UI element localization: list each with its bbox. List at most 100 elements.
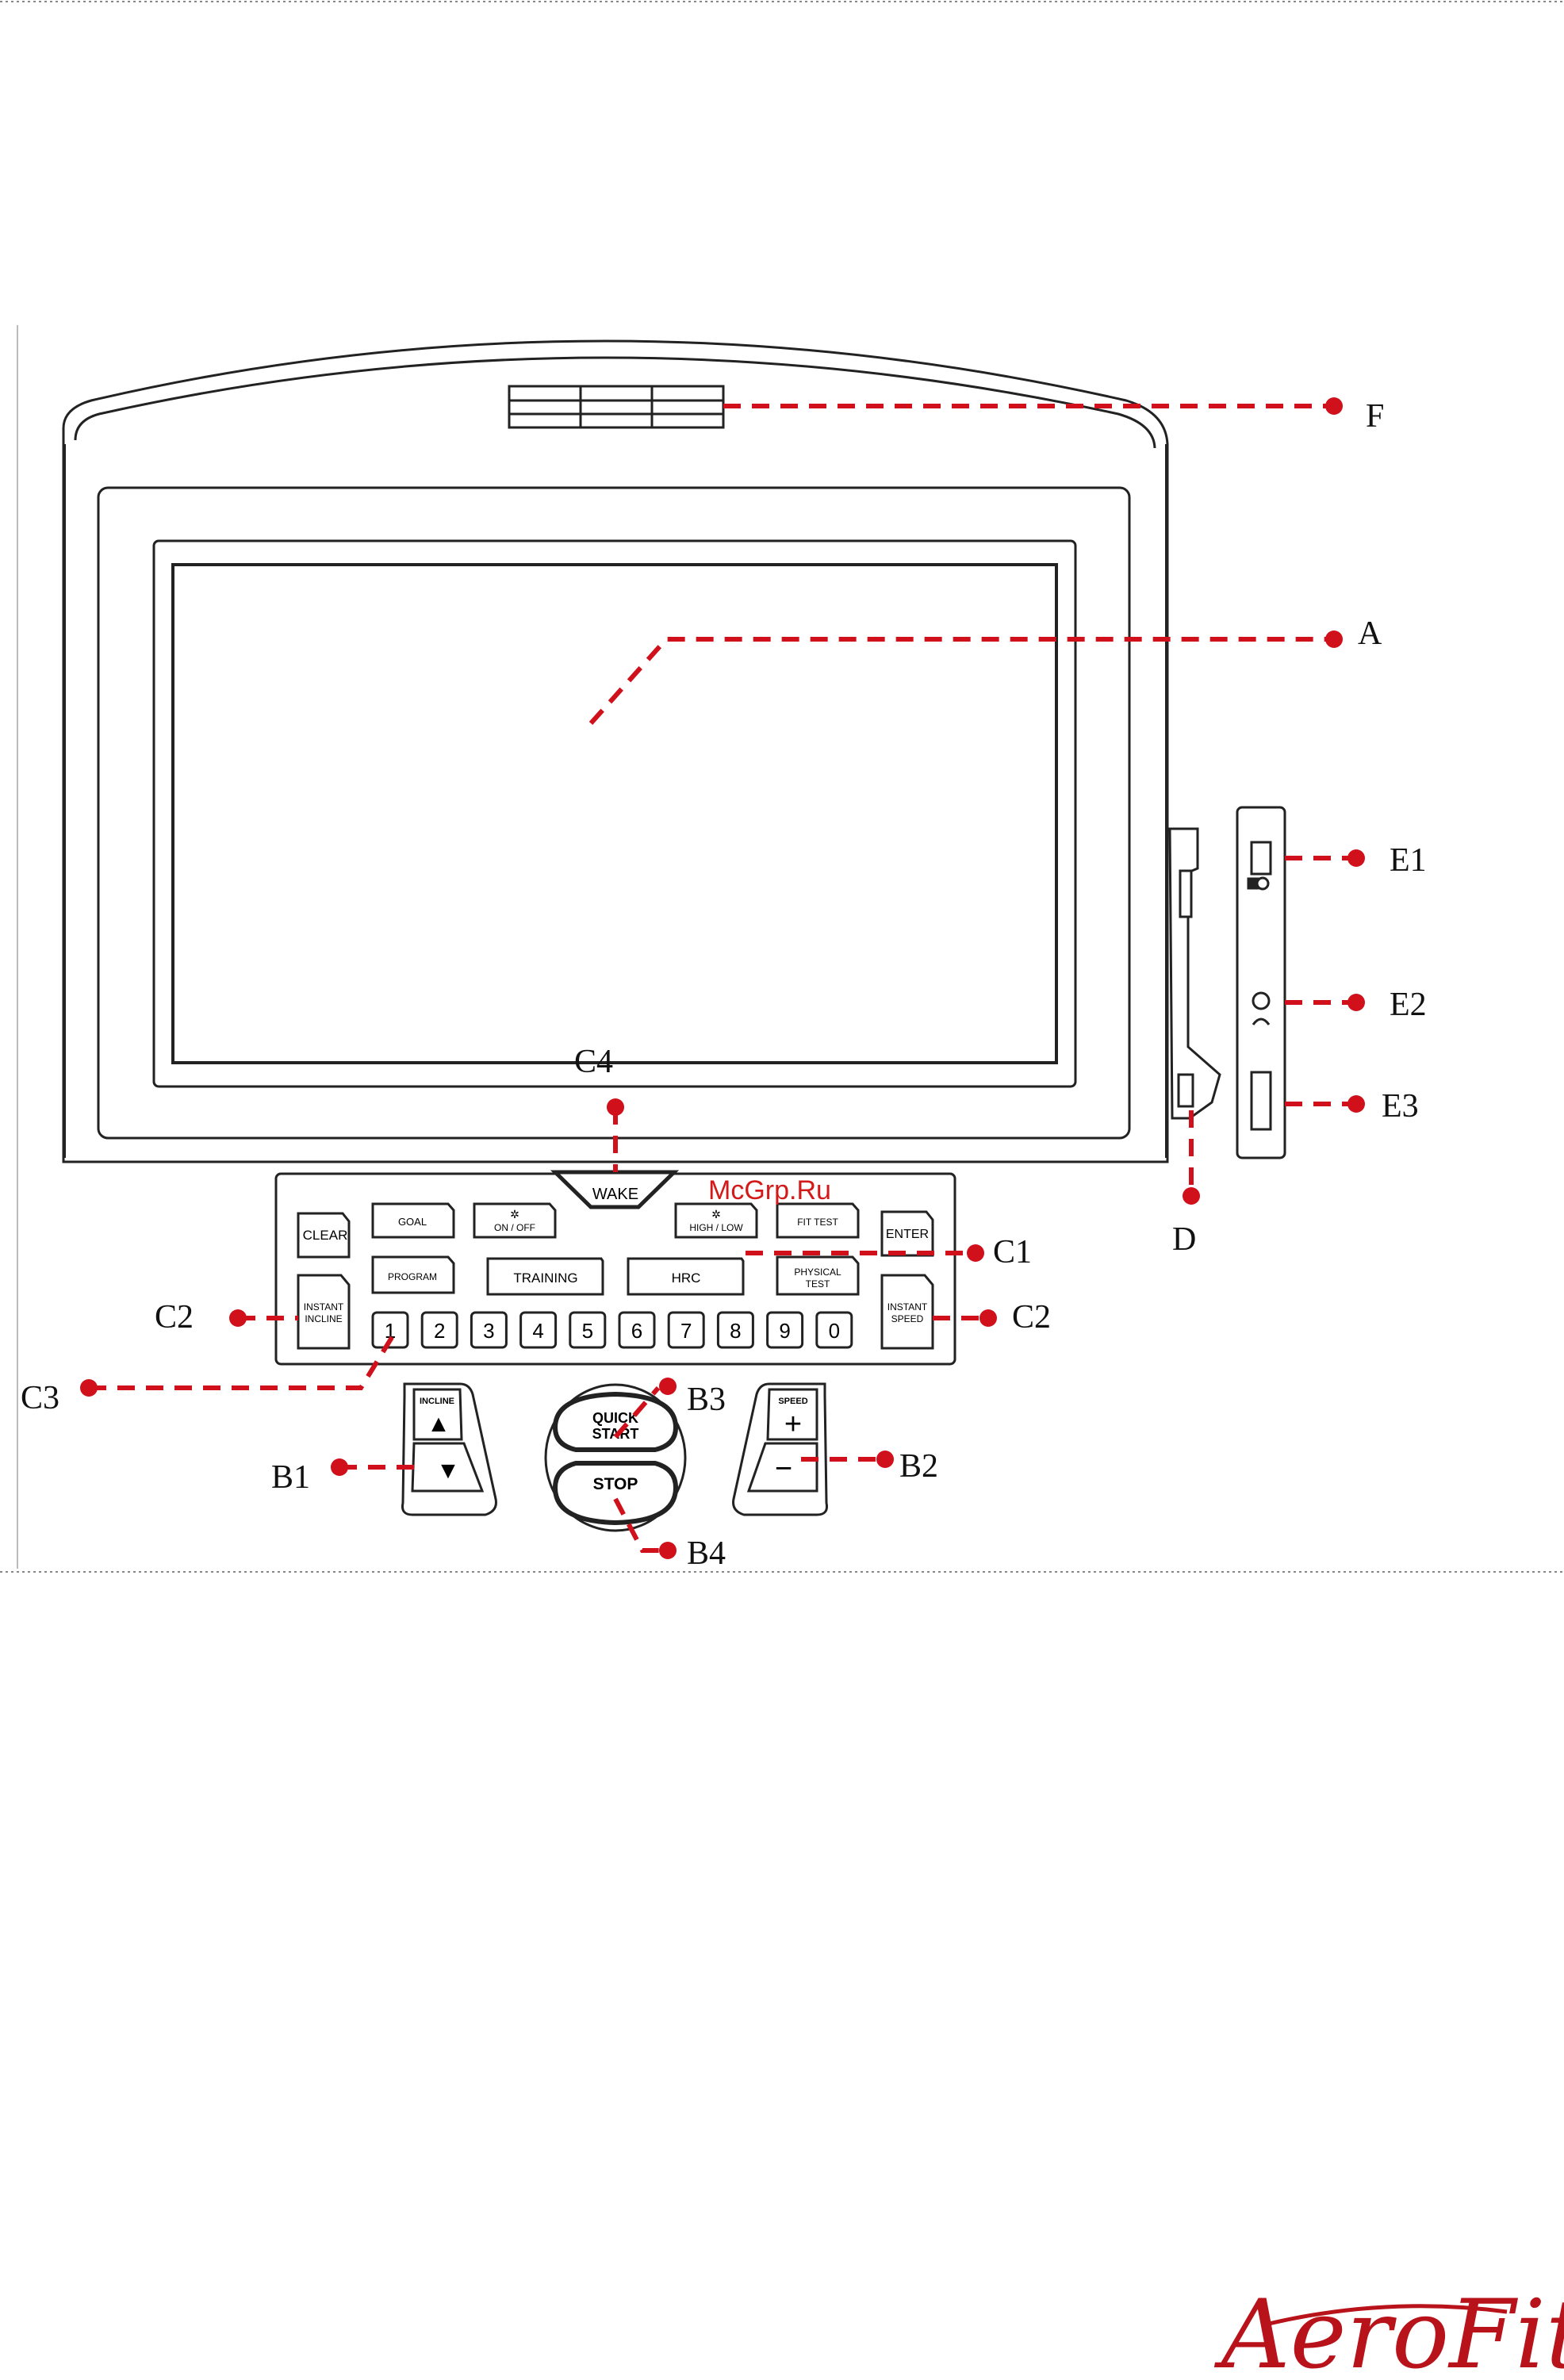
- instant-incline-button[interactable]: INSTANT INCLINE: [298, 1275, 349, 1348]
- brand-logo: AeroFit: [1213, 2280, 1564, 2380]
- dot-f: [1325, 397, 1343, 415]
- goal-label: GOAL: [398, 1216, 427, 1228]
- digit-key-8[interactable]: 8: [718, 1313, 753, 1347]
- digit-key-label: 3: [483, 1319, 494, 1343]
- fan-on-off-button[interactable]: ✲ ON / OFF: [474, 1204, 555, 1237]
- label-b3: B3: [687, 1382, 726, 1418]
- quick-start-button[interactable]: QUICK START: [555, 1394, 676, 1450]
- dot-e2: [1347, 994, 1365, 1011]
- label-f: F: [1366, 398, 1384, 435]
- physical-test-button[interactable]: PHYSICAL TEST: [777, 1257, 858, 1294]
- training-label: TRAINING: [513, 1270, 577, 1286]
- dot-b3: [659, 1378, 677, 1395]
- display-screen: [173, 565, 1056, 1063]
- speed-up-button[interactable]: SPEED +: [768, 1389, 817, 1441]
- digit-key-label: 0: [829, 1319, 840, 1343]
- dot-c4: [607, 1098, 624, 1116]
- digit-key-label: 9: [779, 1319, 790, 1343]
- fan-high-low-label: HIGH / LOW: [689, 1222, 743, 1233]
- instant-speed-label-2: SPEED: [891, 1313, 924, 1324]
- digit-key-label: 2: [434, 1319, 445, 1343]
- label-a: A: [1358, 615, 1382, 652]
- dot-c2-right: [979, 1309, 997, 1327]
- dot-c1: [967, 1244, 984, 1262]
- start-stop-control: QUICK START STOP: [546, 1385, 685, 1531]
- top-vent: [509, 386, 723, 427]
- label-c1: C1: [993, 1234, 1032, 1270]
- digit-key-0[interactable]: 0: [817, 1313, 852, 1347]
- wake-label: WAKE: [592, 1186, 638, 1203]
- hrc-label: HRC: [672, 1270, 701, 1286]
- speed-text: SPEED: [778, 1397, 807, 1406]
- incline-text: INCLINE: [420, 1397, 454, 1406]
- enter-button[interactable]: ENTER: [882, 1212, 933, 1255]
- incline-control: INCLINE ▲ ▼: [403, 1384, 496, 1515]
- down-arrow-icon: ▼: [436, 1458, 460, 1484]
- fan-high-low-button[interactable]: ✲ HIGH / LOW: [676, 1204, 757, 1237]
- fit-test-label: FIT TEST: [797, 1217, 838, 1228]
- label-e1: E1: [1390, 842, 1427, 879]
- instant-speed-label-1: INSTANT: [887, 1301, 928, 1313]
- dot-a: [1325, 630, 1343, 648]
- label-c2-right: C2: [1012, 1299, 1051, 1336]
- stop-button[interactable]: STOP: [555, 1463, 676, 1523]
- up-arrow-icon: ▲: [427, 1411, 450, 1437]
- plus-icon: +: [784, 1408, 802, 1441]
- minus-icon: −: [775, 1452, 792, 1485]
- digit-key-2[interactable]: 2: [422, 1313, 457, 1347]
- goal-button[interactable]: GOAL: [373, 1204, 454, 1237]
- fan-on-off-label: ON / OFF: [494, 1222, 535, 1233]
- program-button[interactable]: PROGRAM: [373, 1257, 454, 1293]
- label-d: D: [1172, 1221, 1196, 1258]
- headphone-jack-icon: [1253, 993, 1269, 1009]
- label-b4: B4: [687, 1535, 726, 1572]
- enter-label: ENTER: [886, 1228, 929, 1241]
- digit-key-3[interactable]: 3: [471, 1313, 506, 1347]
- usb-symbol-circle: [1257, 878, 1268, 889]
- dot-c3: [80, 1379, 98, 1397]
- digit-key-4[interactable]: 4: [521, 1313, 556, 1347]
- dot-b2: [876, 1451, 894, 1468]
- usb-port-icon: [1252, 842, 1271, 874]
- dot-e3: [1347, 1095, 1365, 1113]
- dot-c2-left: [229, 1309, 247, 1327]
- label-e3: E3: [1382, 1088, 1419, 1125]
- clear-button[interactable]: CLEAR: [298, 1213, 349, 1257]
- digit-key-label: 4: [532, 1319, 543, 1343]
- instant-incline-label-2: INCLINE: [305, 1313, 342, 1324]
- digit-key-9[interactable]: 9: [768, 1313, 803, 1347]
- label-b1: B1: [271, 1459, 310, 1496]
- digit-key-5[interactable]: 5: [570, 1313, 605, 1347]
- digit-key-label: 6: [631, 1319, 642, 1343]
- training-button[interactable]: TRAINING: [488, 1259, 603, 1294]
- physical-test-label-1: PHYSICAL: [794, 1267, 841, 1278]
- digit-key-6[interactable]: 6: [619, 1313, 654, 1347]
- instant-incline-label-1: INSTANT: [304, 1301, 344, 1313]
- label-b2: B2: [899, 1448, 938, 1485]
- digit-key-7[interactable]: 7: [669, 1313, 703, 1347]
- incline-up-button[interactable]: INCLINE ▲: [414, 1389, 462, 1439]
- digit-key-label: 5: [582, 1319, 593, 1343]
- dot-b1: [331, 1458, 348, 1476]
- watermark-text: McGrp.Ru: [708, 1175, 831, 1205]
- side-port-panel: [1237, 807, 1285, 1158]
- clear-label: CLEAR: [303, 1228, 348, 1243]
- label-e2: E2: [1390, 987, 1427, 1023]
- label-c2-left: C2: [155, 1299, 194, 1336]
- stop-label: STOP: [593, 1475, 638, 1493]
- label-c3: C3: [21, 1380, 59, 1416]
- fit-test-button[interactable]: FIT TEST: [777, 1204, 858, 1237]
- hrc-button[interactable]: HRC: [628, 1259, 743, 1294]
- digit-key-label: 8: [730, 1319, 741, 1343]
- instant-speed-button[interactable]: INSTANT SPEED: [882, 1275, 933, 1348]
- physical-test-label-2: TEST: [806, 1278, 830, 1290]
- card-slot-icon: [1252, 1072, 1271, 1129]
- quick-label: QUICK: [592, 1410, 638, 1426]
- side-clip: [1170, 829, 1220, 1118]
- label-c4: C4: [574, 1044, 613, 1080]
- program-label: PROGRAM: [388, 1271, 437, 1282]
- fan-icon-2: ✲: [711, 1208, 721, 1221]
- dot-d: [1183, 1187, 1200, 1205]
- dot-e1: [1347, 849, 1365, 867]
- fan-icon: ✲: [510, 1208, 519, 1221]
